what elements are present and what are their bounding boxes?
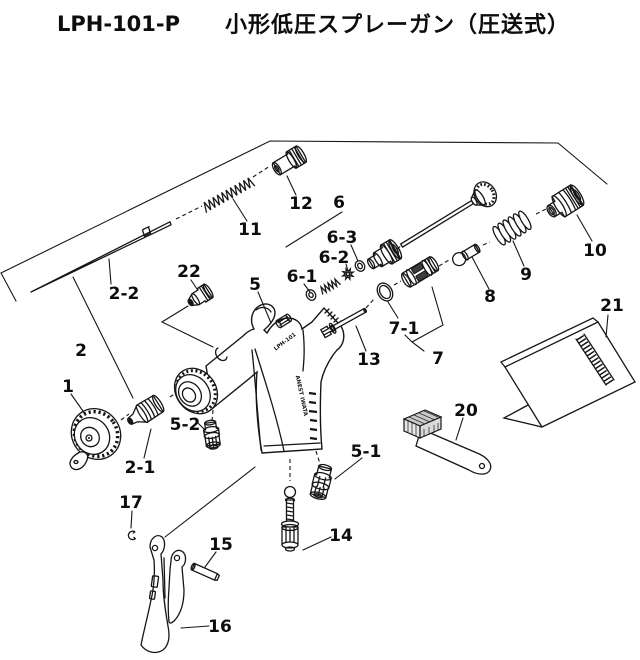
part-label-15: 15 — [209, 535, 233, 555]
part-15-pin — [190, 562, 221, 581]
part-label-17: 17 — [119, 493, 143, 513]
part-label-1: 1 — [62, 377, 74, 397]
part-label-2-1: 2-1 — [125, 458, 156, 478]
part-6-valve-body — [366, 238, 403, 270]
part-label-5-2: 5-2 — [170, 415, 201, 435]
grip-ridges — [308, 391, 318, 441]
part-6-adjust-knob-rod — [399, 181, 498, 248]
part-8-valve — [451, 243, 481, 267]
part-6-3-washer — [354, 260, 366, 272]
part-label-13: 13 — [357, 350, 381, 370]
part-number-labels: 1 2 2-1 2-2 5 5-1 5-2 6 6-1 6-2 6-3 7 7-… — [62, 193, 624, 637]
part-7-connector — [400, 256, 440, 288]
part-12 — [271, 145, 308, 176]
part-11-needle-spring — [203, 177, 256, 214]
part-2-1-fluid-nozzle — [127, 394, 165, 425]
leader-lines — [70, 175, 609, 629]
part-label-6-3: 6-3 — [327, 228, 358, 248]
page-title-model: LPH-101-P — [57, 12, 180, 36]
part-label-10: 10 — [583, 241, 607, 261]
part-label-2-2: 2-2 — [109, 284, 140, 304]
aircap-ring — [173, 367, 219, 415]
part-6-2-star-washer — [340, 266, 356, 282]
part-17-clip — [127, 530, 136, 541]
page-title-product: 小形低圧スプレーガン（圧送式） — [225, 12, 570, 38]
trigger-alignment-line — [164, 466, 256, 538]
part-9-valve-spring — [492, 210, 532, 246]
part-6-valve-set — [305, 238, 403, 301]
construction-lines — [0, 140, 608, 302]
part-label-5: 5 — [249, 275, 261, 295]
part-5-1-nipple — [309, 463, 333, 500]
part-21-bag — [499, 317, 636, 428]
part-label-5-1: 5-1 — [351, 442, 382, 462]
part-label-7: 7 — [432, 349, 444, 369]
part-label-9: 9 — [520, 265, 532, 285]
part-10-air-adjuster — [546, 184, 585, 218]
part-6-spring — [319, 277, 341, 295]
part-label-21: 21 — [600, 296, 624, 316]
part-label-8: 8 — [484, 287, 496, 307]
packing-screw-detail — [275, 313, 293, 329]
part-label-6-2: 6-2 — [319, 248, 350, 268]
gun-body: LPH-101 ANEST IWATA — [173, 303, 345, 454]
brush-bristle-hatch — [407, 410, 439, 437]
part-7-1-oring — [376, 282, 394, 302]
part-14-screw-set — [280, 485, 300, 552]
part-20-brush — [402, 409, 492, 475]
part-label-2: 2 — [75, 341, 87, 361]
part-label-14: 14 — [329, 526, 353, 546]
part-16-trigger — [140, 534, 187, 654]
part-label-12: 12 — [289, 194, 313, 214]
part-1-air-cap — [69, 407, 122, 471]
part-5-2-nipple — [202, 419, 221, 450]
part-13-stem — [319, 307, 367, 339]
part-2-2-fluid-needle — [30, 221, 172, 293]
part-label-6: 6 — [333, 193, 345, 213]
part-label-7-1: 7-1 — [389, 319, 420, 339]
axis-dashed-lines — [120, 165, 547, 481]
part-label-20: 20 — [454, 401, 478, 421]
part-label-6-1: 6-1 — [287, 267, 318, 287]
part-label-16: 16 — [208, 617, 232, 637]
part-label-11: 11 — [238, 220, 262, 240]
part-22-joint — [187, 283, 214, 307]
part-label-22: 22 — [177, 262, 201, 282]
